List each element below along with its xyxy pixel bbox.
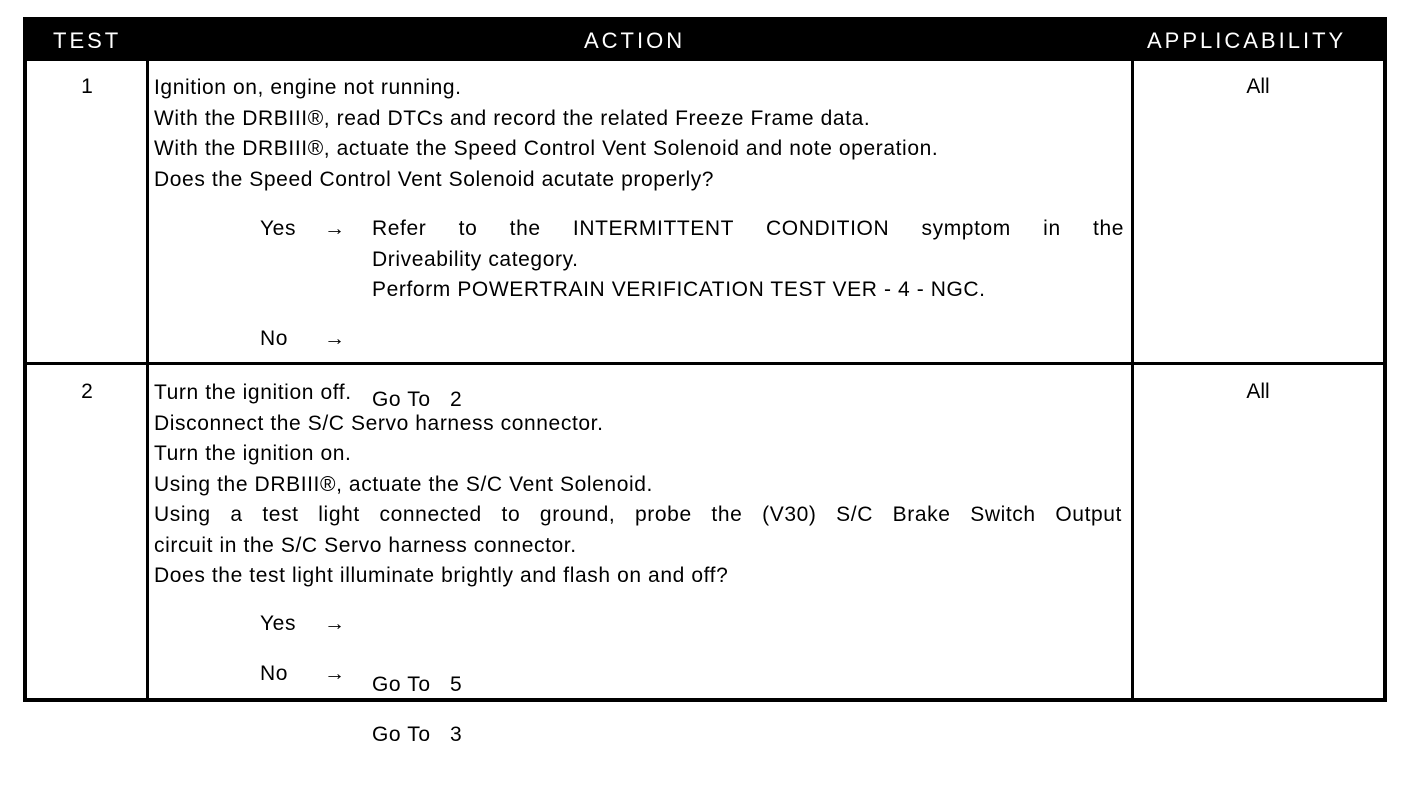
arrow-right-icon: → — [324, 612, 346, 635]
row-1-applicability: All — [1246, 75, 1270, 98]
table-header: TEST ACTION APPLICABILITY — [27, 21, 1383, 61]
response-key-no: No — [260, 327, 289, 350]
diagnostic-test-table: TEST ACTION APPLICABILITY 1 All Ignition… — [23, 17, 1387, 746]
row-1-test-number: 1 — [81, 75, 93, 98]
action-line: circuit in the S/C Servo harness connect… — [154, 533, 577, 557]
row-1-response-yes: Yes → Refer to the INTERMITTENT CONDITIO… — [260, 214, 1130, 306]
response-line: Go To 5 — [372, 673, 463, 696]
response-line: Refer to the INTERMITTENT CONDITION symp… — [372, 217, 1124, 240]
action-line: Turn the ignition off. — [154, 381, 352, 404]
action-line: Turn the ignition on. — [154, 442, 352, 465]
action-line: Disconnect the S/C Servo harness connect… — [154, 411, 604, 435]
response-line: Go To 2 — [372, 388, 463, 411]
action-line: Ignition on, engine not running. — [154, 76, 462, 99]
response-line: Go To 3 — [372, 723, 463, 746]
header-action: ACTION — [584, 28, 686, 53]
row-1-response-no: No → Go To 2 — [260, 324, 1130, 411]
action-line: Using a test light connected to ground, … — [154, 503, 1122, 526]
row-2-action-text: Turn the ignition off. Disconnect the S/… — [154, 378, 1122, 592]
column-divider-test — [146, 61, 149, 702]
row-1-action-text: Ignition on, engine not running. With th… — [154, 73, 938, 195]
arrow-right-icon: → — [324, 217, 346, 240]
row-2-applicability: All — [1246, 380, 1270, 403]
action-line: Does the test light illuminate brightly … — [154, 564, 729, 587]
response-key-no: No — [260, 662, 289, 685]
response-key-yes: Yes — [260, 612, 297, 635]
response-body: Go To 5 — [372, 609, 462, 762]
response-body: Refer to the INTERMITTENT CONDITION symp… — [372, 214, 1124, 306]
response-line: Perform POWERTRAIN VERIFICATION TEST VER… — [372, 278, 986, 301]
response-line: Driveability category. — [372, 247, 579, 271]
row-2-test-number: 2 — [81, 380, 93, 403]
arrow-right-icon: → — [324, 327, 346, 350]
row-divider — [27, 362, 1383, 365]
response-body: Go To 2 — [372, 324, 462, 477]
header-test: TEST — [53, 28, 122, 53]
response-body: Go To 3 — [372, 659, 462, 812]
header-applicability: APPLICABILITY — [1147, 28, 1347, 53]
action-line: With the DRBIII®, read DTCs and record t… — [154, 106, 871, 130]
arrow-right-icon: → — [324, 662, 346, 685]
action-line: Does the Speed Control Vent Solenoid acu… — [154, 167, 715, 191]
action-line: With the DRBIII®, actuate the Speed Cont… — [154, 137, 939, 160]
column-divider-applicability — [1131, 61, 1134, 702]
response-key-yes: Yes — [260, 217, 297, 240]
row-2-response-no: No → Go To 3 — [260, 659, 1130, 746]
action-line: Using the DRBIII®, actuate the S/C Vent … — [154, 472, 653, 496]
row-2-response-yes: Yes → Go To 5 — [260, 609, 1130, 696]
